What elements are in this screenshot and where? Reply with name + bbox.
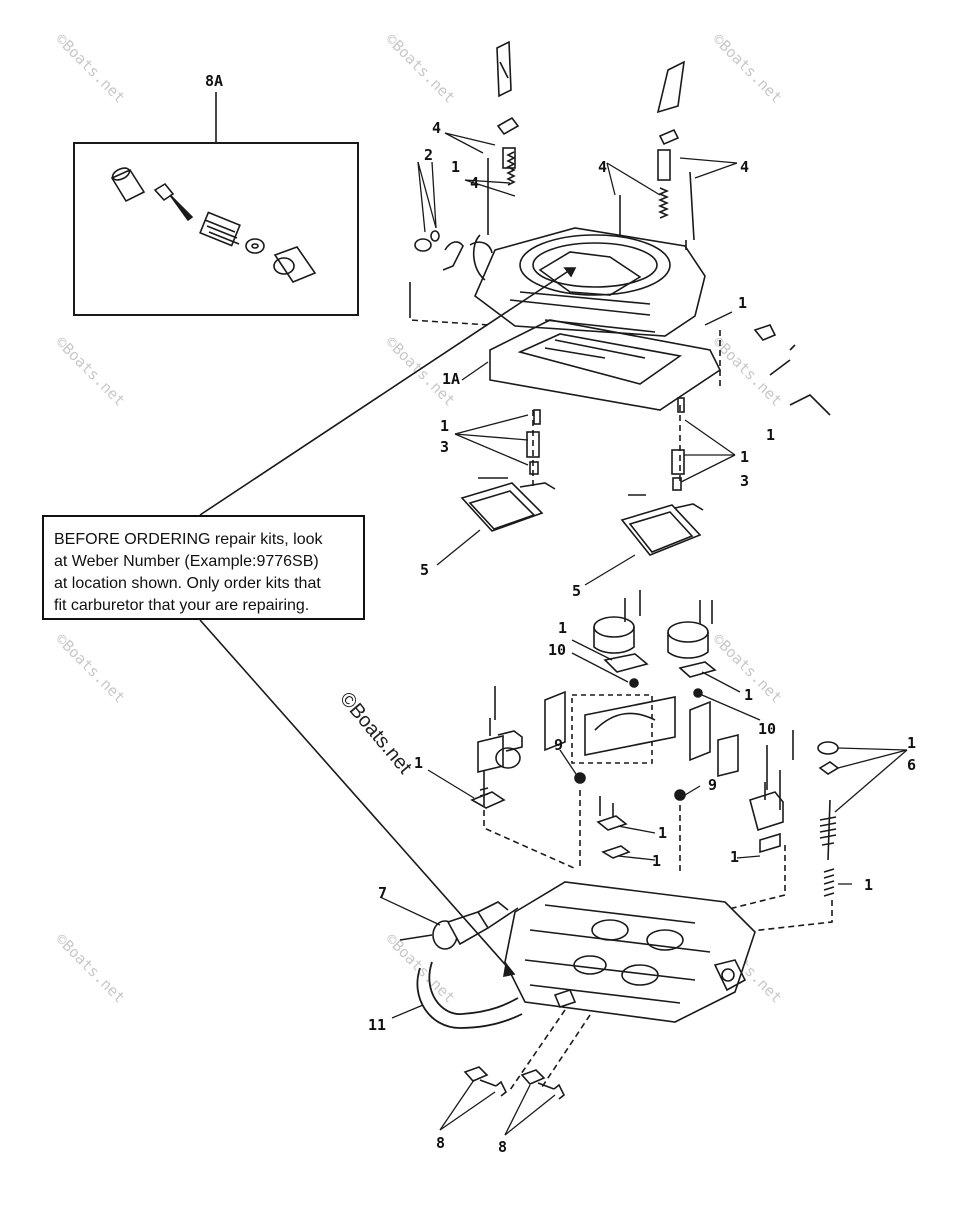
callout-labels: 8A 4 4 4 4 2 1 1 1A 1 3 1 3 1 5 5 1 10 1… [205, 72, 916, 1156]
float-right [620, 504, 702, 556]
check-ball-9-right [674, 789, 686, 801]
label-1: 1 [558, 619, 567, 637]
step-up-piston-left [477, 734, 504, 774]
needle-seat-left [526, 431, 540, 458]
label-8a: 8A [205, 72, 223, 90]
label-1: 1 [744, 686, 753, 704]
watermark: ©Boats.net [52, 333, 129, 410]
label-10: 10 [758, 720, 776, 738]
jet-8-left [463, 1066, 508, 1097]
label-1: 1 [652, 852, 661, 870]
metering-parts [544, 590, 739, 778]
label-1: 1 [864, 876, 873, 894]
carburetor-air-horn [469, 227, 706, 337]
ordering-note: BEFORE ORDERING repair kits, look at Web… [42, 515, 365, 620]
vacuum-hose [416, 961, 523, 1029]
watermark: ©Boats.net [709, 30, 786, 107]
check-ball-9-left [574, 772, 586, 784]
label-2: 2 [424, 146, 433, 164]
label-4: 4 [740, 158, 749, 176]
label-1: 1 [451, 158, 460, 176]
top-tag-left [496, 40, 512, 98]
label-8: 8 [498, 1138, 507, 1156]
label-10: 10 [548, 641, 566, 659]
watermark: ©Boats.net [52, 930, 129, 1007]
label-7: 7 [378, 884, 387, 902]
note-line-1: BEFORE ORDERING repair kits, look [54, 531, 323, 548]
watermark: ©Boats.net [52, 630, 129, 707]
gasket-1a [489, 319, 722, 411]
kit-8a-parts [110, 167, 317, 283]
label-9: 9 [708, 776, 717, 794]
check-ball-10-left [629, 678, 639, 688]
top-tag-right [656, 60, 685, 114]
label-1: 1 [414, 754, 423, 772]
label-1: 1 [658, 824, 667, 842]
label-1: 1 [740, 448, 749, 466]
label-4: 4 [470, 174, 479, 192]
label-4: 4 [598, 158, 607, 176]
watermark: ©Boats.net [382, 30, 459, 107]
label-8: 8 [436, 1134, 445, 1152]
label-1: 1 [440, 417, 449, 435]
label-6: 6 [907, 756, 916, 774]
watermark: ©Boats.net [52, 30, 129, 107]
needle-seat-right [671, 449, 685, 475]
label-3: 3 [740, 472, 749, 490]
label-1: 1 [907, 734, 916, 752]
step-up-piston-right [749, 791, 784, 832]
label-1: 1 [738, 294, 747, 312]
label-9: 9 [554, 736, 563, 754]
note-pointer-down [199, 619, 511, 971]
spring-4-right [657, 187, 670, 219]
label-4: 4 [432, 119, 441, 137]
check-ball-10-right [693, 688, 703, 698]
note-pointer-up [199, 269, 571, 516]
label-5: 5 [420, 561, 429, 579]
note-line-4: fit carburetor that your are repairing. [54, 597, 310, 614]
jet-8-right [520, 1069, 566, 1100]
label-1: 1 [730, 848, 739, 866]
note-line-3: at location shown. Only order kits that [54, 575, 321, 592]
label-3: 3 [440, 438, 449, 456]
label-1a: 1A [442, 370, 460, 388]
leader-lines [379, 132, 908, 1136]
carburetor-main-body [504, 881, 756, 1023]
label-11: 11 [368, 1016, 386, 1034]
label-1: 1 [766, 426, 775, 444]
label-5: 5 [572, 582, 581, 600]
choke-pull-off [399, 901, 519, 950]
note-line-2: at Weber Number (Example:9776SB) [54, 553, 319, 570]
